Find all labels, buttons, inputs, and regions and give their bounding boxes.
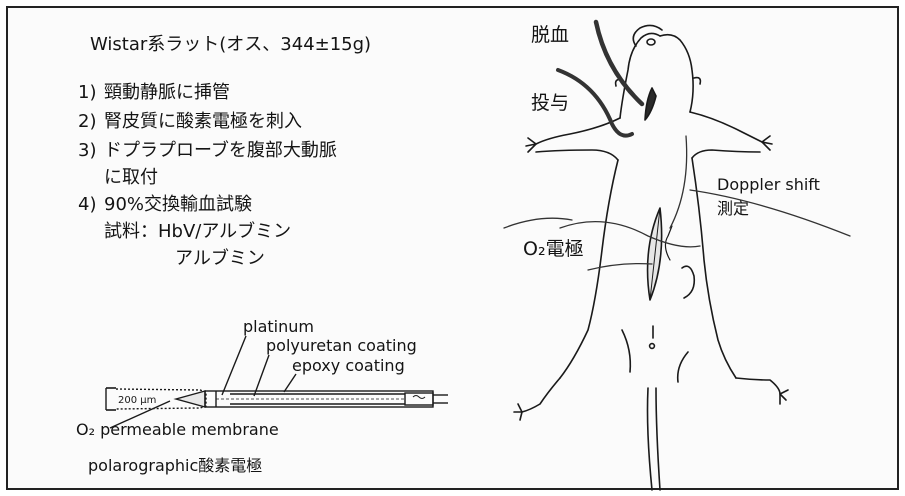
label-polyurethane: polyuretan coating: [266, 336, 417, 355]
catheters: [503, 19, 851, 271]
step-2-text: 腎皮質に酸素電極を刺入: [104, 111, 302, 132]
sample-line-2: アルブミン: [175, 248, 265, 269]
label-o2-electrode: O₂電極: [523, 238, 584, 260]
step-3-num: 3): [78, 140, 97, 161]
step-3-text: ドプラプローブを腹部大動脈: [104, 140, 337, 161]
step-3-cont: に取付: [104, 167, 158, 188]
header-title: Wistar系ラット(オス、344±15g): [90, 34, 372, 55]
label-epoxy: epoxy coating: [292, 356, 405, 375]
label-platinum: platinum: [243, 317, 314, 336]
rat-drawing: [513, 24, 789, 491]
electrode-caption: polarographic酸素電極: [88, 456, 263, 475]
step-4-text: 90%交換輸血試験: [104, 194, 253, 215]
label-membrane: O₂ permeable membrane: [76, 420, 279, 439]
label-doppler-measure: 測定: [717, 199, 750, 218]
label-bleed: 脱血: [531, 24, 570, 46]
label-doppler: Doppler shift: [717, 175, 820, 194]
electrode-drawing: [105, 335, 448, 429]
scale-bar-label: 200 μm: [118, 395, 156, 406]
label-admin: 投与: [531, 92, 570, 114]
figure-frame: [6, 6, 899, 490]
sample-line: 試料：HbV/アルブミン: [104, 221, 292, 242]
step-1-text: 頸動静脈に挿管: [104, 82, 230, 103]
step-2-num: 2): [78, 111, 97, 132]
step-4-num: 4): [78, 194, 97, 215]
step-1-num: 1): [78, 82, 97, 103]
